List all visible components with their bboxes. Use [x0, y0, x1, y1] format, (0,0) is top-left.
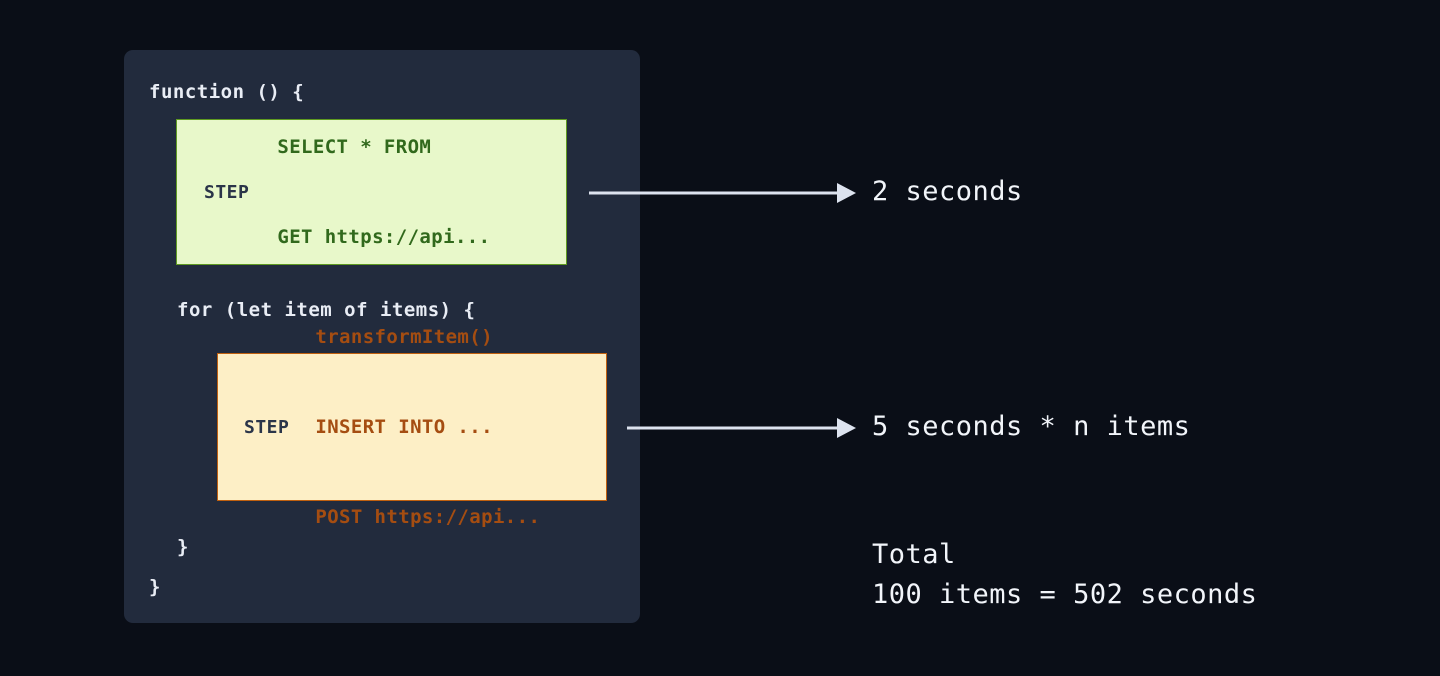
total-block: Total 100 items = 502 seconds [872, 535, 1257, 615]
code-line-for-open: for (let item of items) { [177, 299, 476, 321]
step-2-label: STEP [244, 416, 290, 438]
step-box-1[interactable]: STEP SELECT * FROM GET https://api... [176, 119, 567, 265]
step-box-2[interactable]: STEP transformItem() INSERT INTO ... POS… [217, 326, 607, 528]
step-2-code: transformItem() INSERT INTO ... POST htt… [315, 262, 540, 592]
timing-annotation-step-1: 2 seconds [872, 176, 1023, 207]
step-2-code-line-1: transformItem() [315, 326, 493, 348]
step-2-code-line-3: POST https://api... [315, 506, 541, 528]
step-1-code-line-1: SELECT * FROM [277, 136, 432, 158]
step-1-code: SELECT * FROM GET https://api... [277, 72, 490, 312]
step-1-code-line-2: GET https://api... [277, 226, 491, 248]
step-1-label: STEP [204, 181, 250, 203]
total-title: Total [872, 539, 956, 570]
code-line-close-inner: } [177, 536, 189, 558]
code-line-close-outer: } [149, 576, 161, 598]
arrow-step-2-to-timing [627, 418, 856, 438]
timing-annotation-step-2: 5 seconds * n items [872, 411, 1191, 442]
code-panel: function () { STEP SELECT * FROM GET htt… [124, 50, 640, 623]
code-line-function-open: function () { [149, 81, 305, 103]
arrow-step-1-to-timing [589, 183, 856, 203]
total-equation: 100 items = 502 seconds [872, 579, 1258, 610]
step-2-code-line-2: INSERT INTO ... [315, 416, 493, 438]
